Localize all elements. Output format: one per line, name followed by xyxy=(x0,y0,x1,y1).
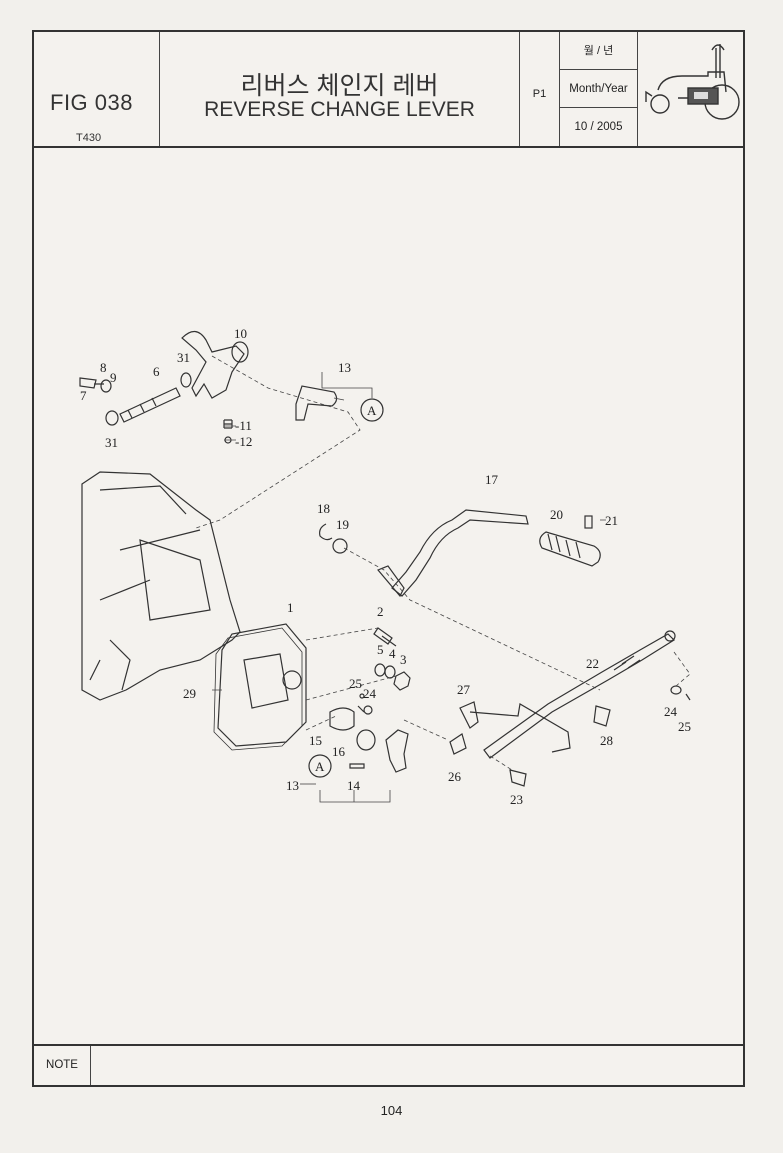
title-english: REVERSE CHANGE LEVER xyxy=(204,98,475,121)
nipple-28 xyxy=(593,705,611,727)
washer-16 xyxy=(356,729,376,751)
callout-11: -11 xyxy=(235,418,252,433)
callout-a-bottom: A xyxy=(315,759,325,774)
model-code: T430 xyxy=(76,132,102,144)
callout-8: 8 xyxy=(100,360,107,375)
callout-7: 7 xyxy=(80,388,87,403)
washer-9 xyxy=(100,379,112,393)
spring-11 xyxy=(223,419,233,429)
title-cell: 리버스 체인지 레버 REVERSE CHANGE LEVER xyxy=(160,32,520,146)
cover-plate-1 xyxy=(217,623,307,747)
shift-fork xyxy=(181,330,245,399)
callout-labels: 1 2 3 4 5 6 7 8 9 10 -11 -12 13 A 13 A 1… xyxy=(80,326,691,807)
callout-12: -12 xyxy=(235,434,252,449)
lever-13-bottom xyxy=(385,729,409,773)
pin-23 xyxy=(509,769,527,787)
callout-6: 6 xyxy=(153,364,160,379)
callout-28: 28 xyxy=(600,733,613,748)
washer-19 xyxy=(332,538,348,554)
callout-19: 19 xyxy=(336,517,349,532)
lever-13-top xyxy=(295,385,338,421)
fig-number: FIG 038 xyxy=(50,90,133,115)
fork-shaft xyxy=(119,387,181,423)
logo-cell xyxy=(638,32,743,146)
callout-17: 17 xyxy=(485,472,499,487)
bolt-7 xyxy=(79,377,104,389)
callout-13-bottom: 13 xyxy=(286,778,299,793)
callout-27: 27 xyxy=(457,682,471,697)
callout-20: 20 xyxy=(550,507,563,522)
callout-31-bottom: 31 xyxy=(105,435,118,450)
nut-3 xyxy=(393,671,411,691)
pin-14 xyxy=(349,763,365,769)
callout-25-left: 25 xyxy=(349,676,362,691)
callout-5: 5 xyxy=(377,642,384,657)
callout-29: 29 xyxy=(183,686,196,701)
bracket-27 xyxy=(459,701,571,753)
shift-lever-17 xyxy=(391,509,529,597)
callout-18: 18 xyxy=(317,501,330,516)
page-code-cell: P1 xyxy=(520,32,560,146)
callout-15: 15 xyxy=(309,733,322,748)
callout-16: 16 xyxy=(332,744,346,759)
clamp-26 xyxy=(449,733,467,755)
callout-23: 23 xyxy=(510,792,523,807)
callout-22: 22 xyxy=(586,656,599,671)
callout-25-right: 25 xyxy=(678,719,691,734)
title-korean: 리버스 체인지 레버 xyxy=(240,72,439,100)
pin-21 xyxy=(584,515,593,529)
callout-24-left: 24 xyxy=(363,686,377,701)
fig-cell: FIG 038 T430 xyxy=(34,32,160,146)
tractor-icon xyxy=(645,44,740,120)
callout-31-top: 31 xyxy=(177,350,190,365)
date-label-korean: 월 / 년 xyxy=(560,32,637,70)
sheet-header: FIG 038 T430 리버스 체인지 레버 REVERSE CHANGE L… xyxy=(34,32,743,148)
callout-14: 14 xyxy=(347,778,361,793)
date-label-english: Month/Year xyxy=(560,70,637,108)
date-cell: 월 / 년 Month/Year 10 / 2005 xyxy=(560,32,638,146)
pin-25 xyxy=(685,693,691,701)
callout-13-top: 13 xyxy=(338,360,351,375)
callout-26: 26 xyxy=(448,769,462,784)
callout-4: 4 xyxy=(389,646,396,661)
callout-21: 21 xyxy=(605,513,618,528)
page-code: P1 xyxy=(532,88,547,100)
grip-20 xyxy=(539,531,601,567)
o-ring-31-b xyxy=(105,410,119,426)
note-label: NOTE xyxy=(34,1046,91,1085)
o-ring-31-a xyxy=(180,372,192,388)
cable-22 xyxy=(483,633,675,759)
gasket-29 xyxy=(213,627,303,751)
page-number: 104 xyxy=(380,1103,403,1118)
callout-9: 9 xyxy=(110,370,117,385)
date-value: 10 / 2005 xyxy=(574,121,623,133)
circlip-18 xyxy=(319,523,333,541)
washer-24 xyxy=(670,685,682,695)
callout-10: 10 xyxy=(234,326,247,341)
callout-a-top: A xyxy=(367,403,377,418)
callout-1: 1 xyxy=(287,600,294,615)
bolt-2 xyxy=(373,627,397,647)
callout-2: 2 xyxy=(377,604,384,619)
callout-3: 3 xyxy=(400,652,407,667)
note-row: NOTE xyxy=(34,1044,743,1085)
callout-24-right: 24 xyxy=(664,704,678,719)
bushing-15 xyxy=(329,707,355,731)
transmission-housing xyxy=(81,471,241,701)
parts-sheet: FIG 038 T430 리버스 체인지 레버 REVERSE CHANGE L… xyxy=(32,30,745,1087)
